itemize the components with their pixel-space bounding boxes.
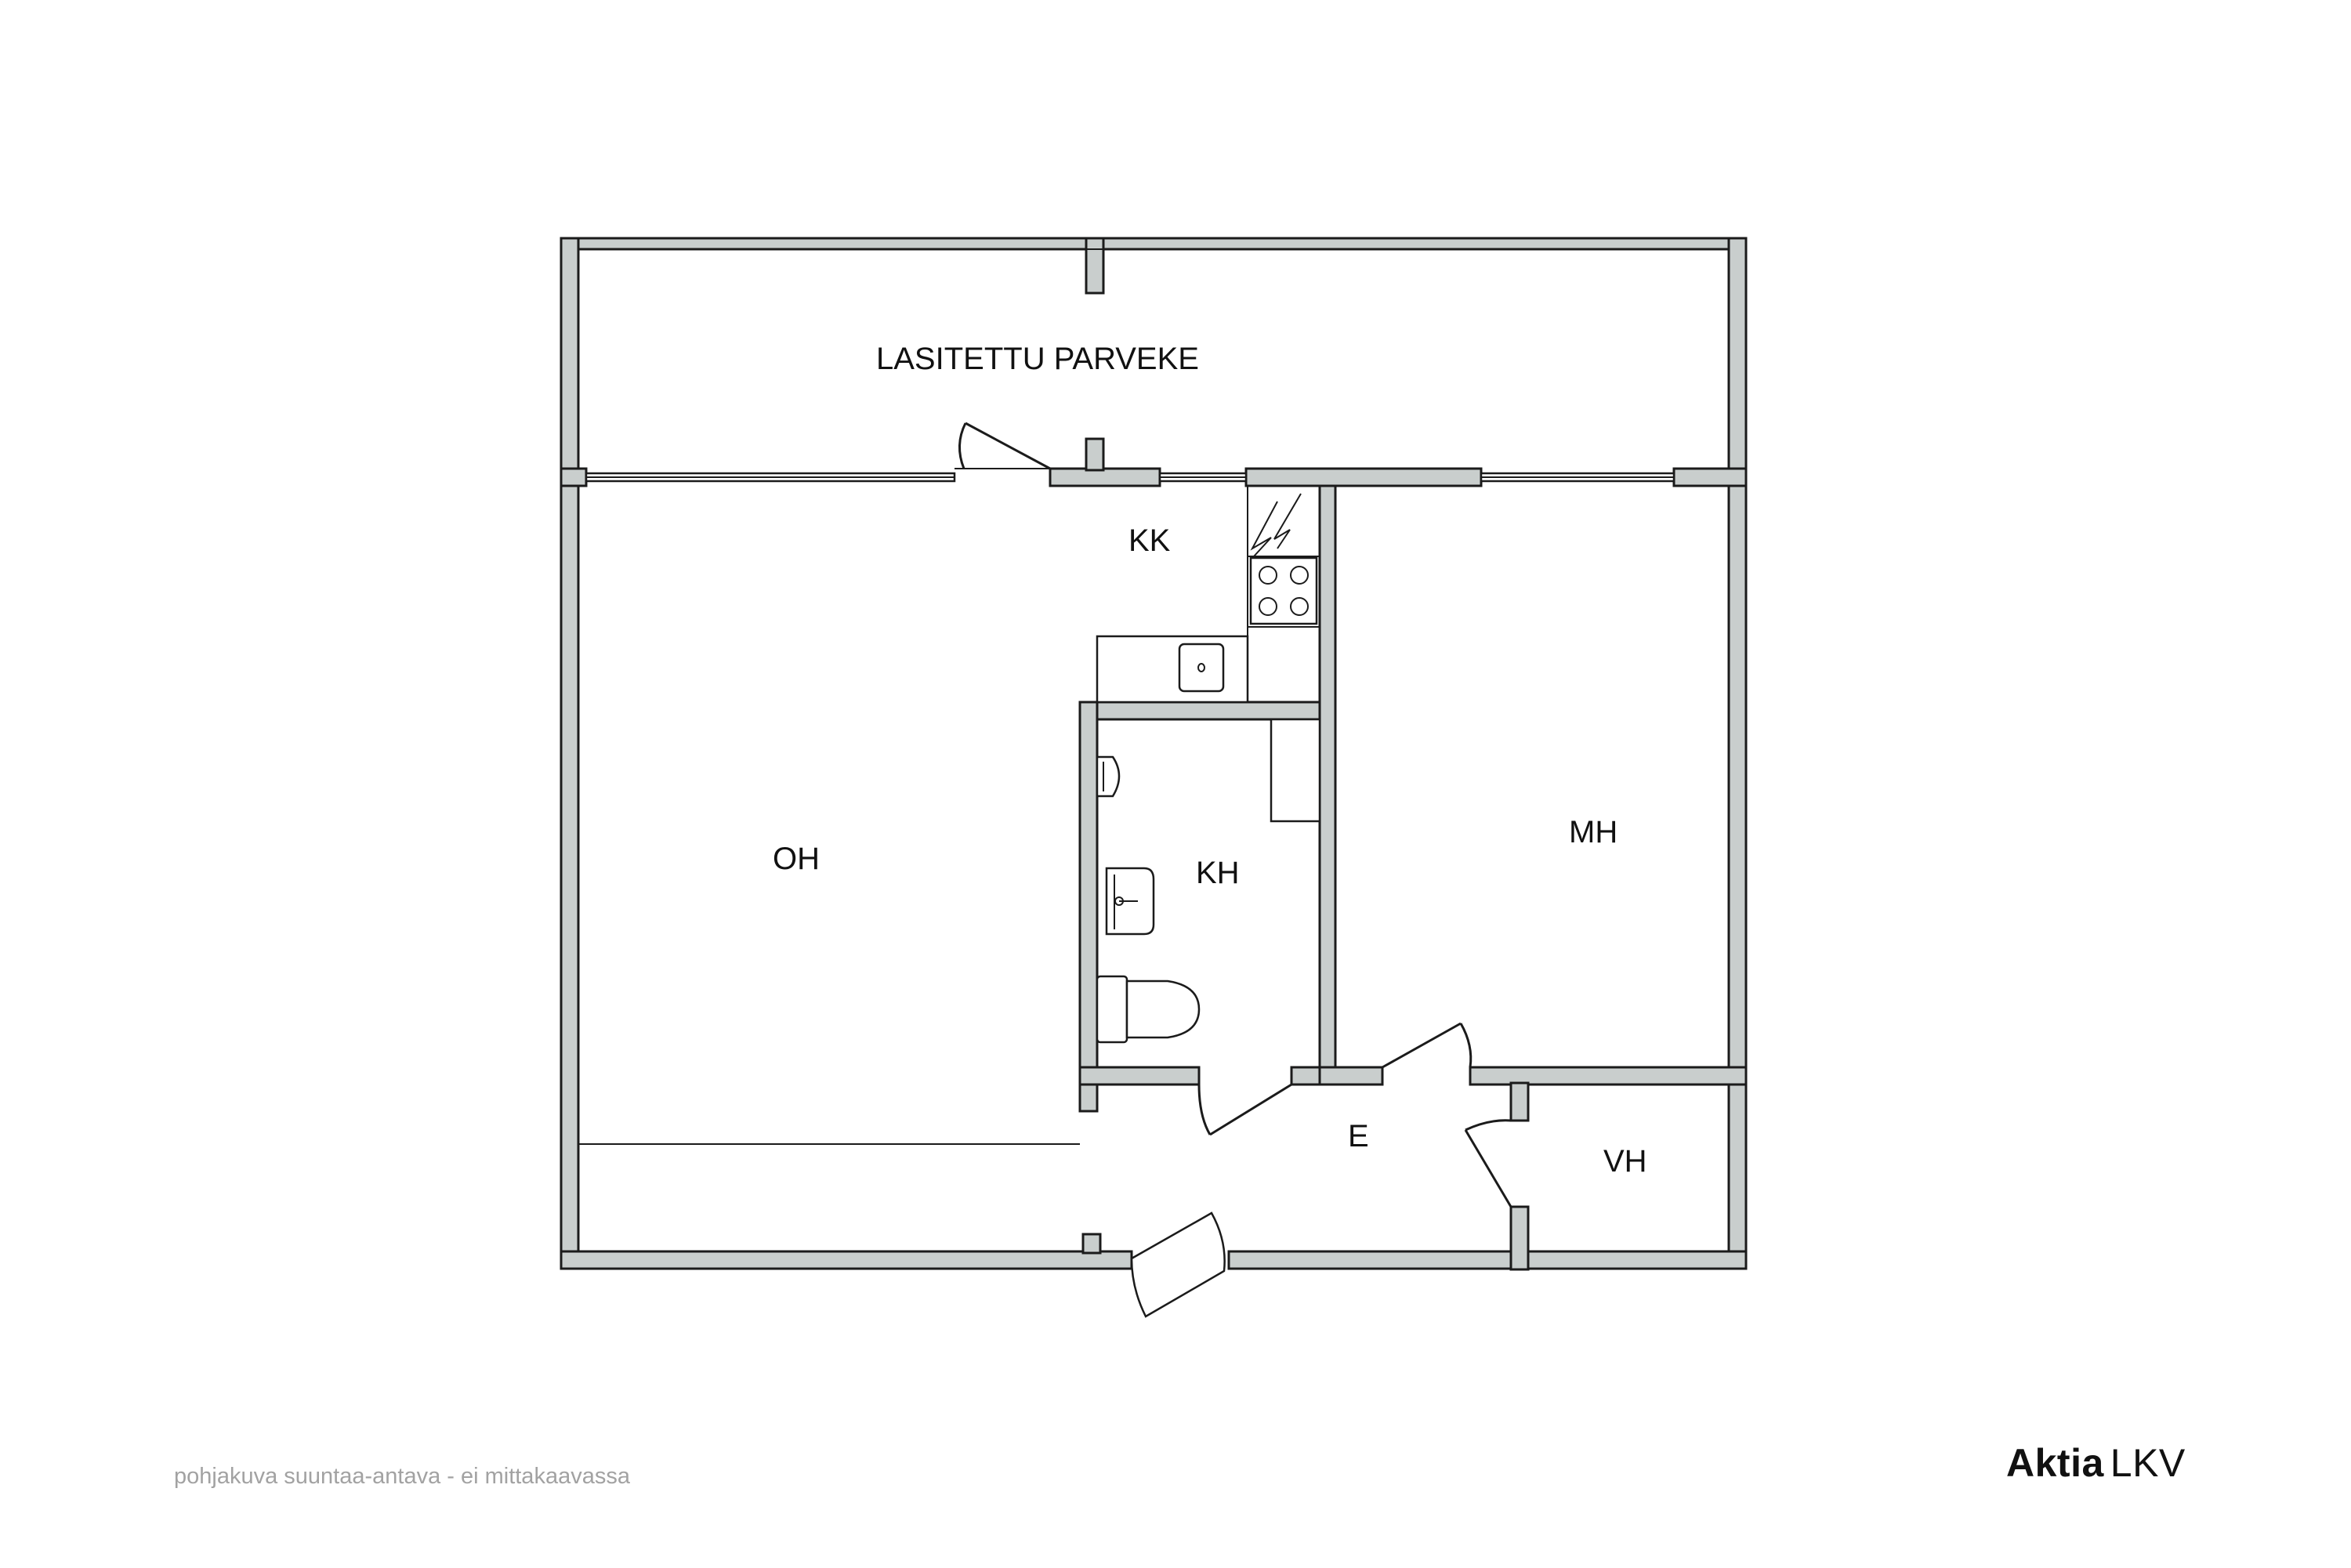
bedroom-bottom-wall-left [1318,1066,1384,1086]
bath-bottom-wall-left [1078,1066,1201,1086]
outer-bottom-wall-mid [1227,1250,1512,1270]
bath-cabinet [1270,718,1321,823]
toilet-icon [1125,980,1201,1039]
brand-suffix: LKV [2110,1441,2186,1485]
washbasin-icon [1096,755,1121,798]
closet-door [1464,1129,1512,1208]
closet-left-wall-top [1509,1081,1530,1122]
balcony-wall-left-stub [560,467,588,487]
bath-left-wall [1078,701,1099,1113]
brand-name: Aktia [2006,1441,2104,1485]
kitchen-bedroom-wall [1318,484,1337,1083]
stove-icon [1249,556,1318,625]
bedroom-door [1382,1022,1462,1069]
kitchen-counter [1096,635,1249,704]
balcony-wall-kitchen [1049,467,1161,487]
room-label-living: OH [773,842,820,876]
room-label-balcony: LASITETTU PARVEKE [876,342,1199,376]
balcony-door [965,422,1051,470]
bottom-wall-stub [1081,1233,1102,1255]
closet-left-wall-bottom [1509,1205,1530,1271]
outer-right-wall [1727,237,1748,1270]
outer-bottom-wall-right [1527,1250,1748,1270]
ventilation-symbol [1250,501,1278,557]
toilet-tank [1096,975,1128,1044]
room-label-kitchen: KK [1128,523,1171,558]
balcony-wall-bedroom-mid [1672,467,1748,487]
entrance-door [1130,1211,1226,1318]
room-label-bedroom: MH [1569,815,1618,849]
balcony-post-top [1085,237,1105,295]
bath-top-wall [1078,701,1321,721]
disclaimer-text: pohjakuva suuntaa-antava - ei mittakaava… [174,1464,630,1489]
bathroom-door [1209,1083,1292,1136]
room-label-bathroom: KH [1196,856,1240,890]
outer-bottom-wall-left [560,1250,1133,1270]
kitchen-sink-icon [1178,643,1225,693]
room-label-hall: E [1348,1119,1369,1153]
outer-left-wall [560,237,580,1270]
room-label-closet: VH [1603,1144,1647,1179]
balcony-top-wall [560,237,1748,251]
bedroom-bottom-wall-right [1469,1066,1748,1086]
balcony-wall-kitchen-right [1244,467,1483,487]
balcony-post-bottom [1085,437,1105,472]
